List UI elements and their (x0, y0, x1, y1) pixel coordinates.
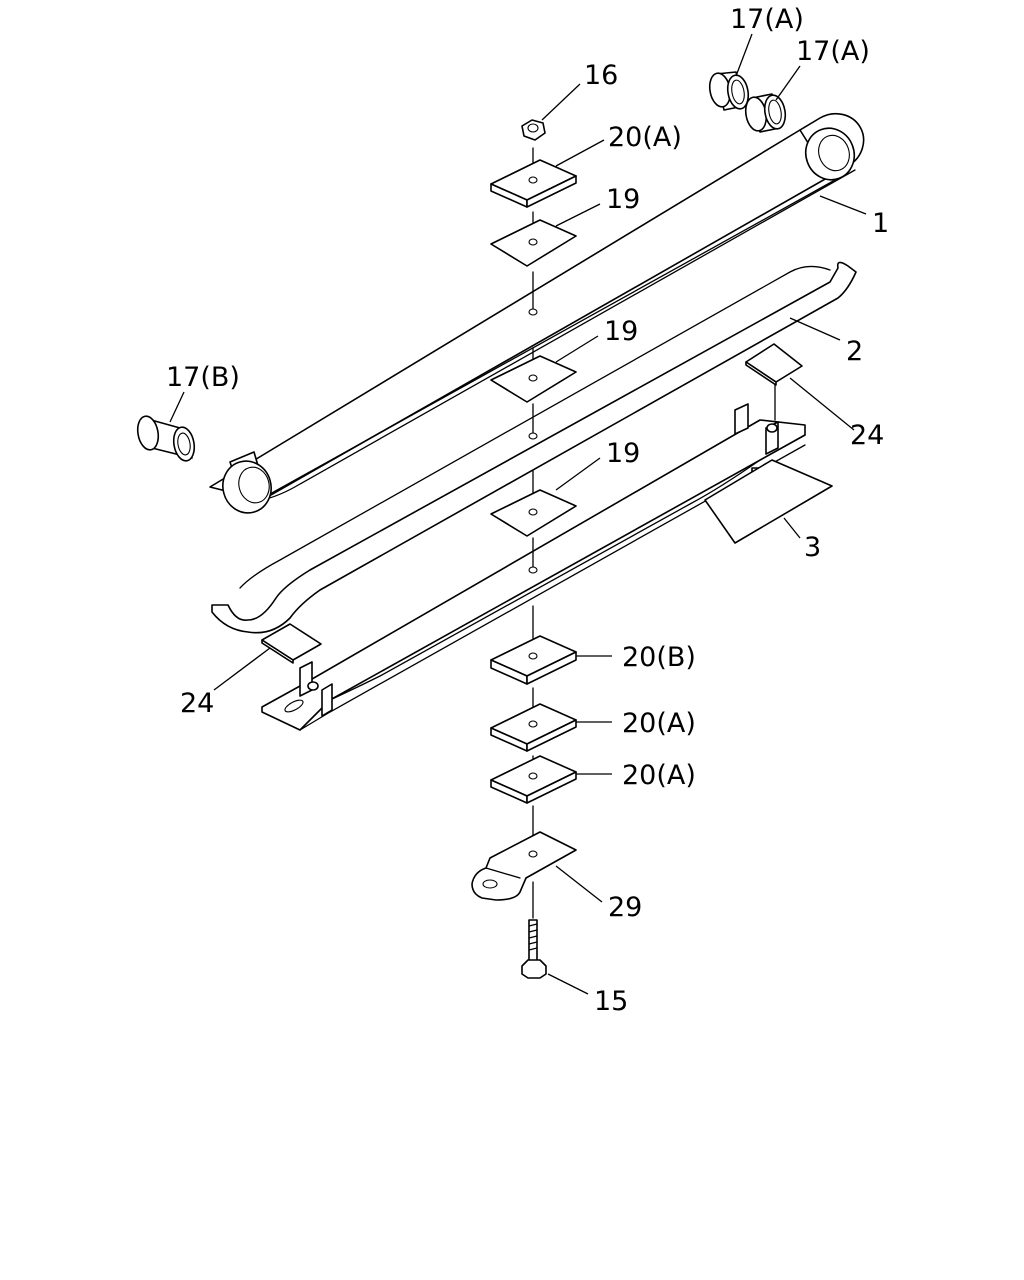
callout-24-right: 24 (850, 420, 884, 451)
pad-19-low (490, 489, 577, 537)
pad-24-right (745, 343, 803, 386)
bushing-17a-inner (744, 93, 787, 133)
nut-16 (521, 119, 546, 141)
leaf-1-front-eye (799, 112, 865, 181)
callout-20a-low: 20(A) (622, 760, 696, 791)
leaf-3-rear-clip (299, 661, 313, 697)
callout-15: 15 (594, 986, 628, 1017)
leaf-3-front-clip (734, 403, 749, 435)
callout-2: 2 (846, 336, 863, 367)
callout-20b: 20(B) (622, 642, 696, 673)
leaf-spring-2 (211, 261, 857, 634)
pad-19-mid (490, 355, 577, 403)
callout-19-mid: 19 (604, 316, 638, 347)
callout-24-left: 24 (180, 688, 214, 719)
pad-19-top (490, 219, 577, 267)
leader-lines (169, 33, 867, 995)
leaf-2-center-hole (528, 432, 538, 440)
pad-24-left (261, 623, 322, 664)
callout-3: 3 (804, 532, 821, 563)
bolt-15 (521, 919, 547, 979)
pad-20a-mid (490, 703, 577, 752)
bushing-17a-outer (708, 71, 750, 111)
pad-20a-top (490, 159, 577, 208)
callout-17a-outer: 17(A) (730, 4, 804, 35)
bushing-17b (136, 415, 196, 462)
leaf-1-rear-eye (222, 451, 272, 514)
callout-16: 16 (584, 60, 618, 91)
pad-20a-low (490, 755, 577, 804)
callout-20a-top: 20(A) (608, 122, 682, 153)
leaf-3-center-hole (528, 566, 538, 574)
callout-19-top: 19 (606, 184, 640, 215)
callout-19-low: 19 (606, 438, 640, 469)
bracket-29 (471, 831, 577, 901)
callout-20a-mid: 20(A) (622, 708, 696, 739)
callout-17a-inner: 17(A) (796, 36, 870, 67)
callout-29: 29 (608, 892, 642, 923)
callout-17b: 17(B) (166, 362, 240, 393)
callout-1: 1 (872, 208, 889, 239)
pad-20b (490, 635, 577, 685)
clip-plate-3 (704, 459, 833, 544)
leaf-1-center-hole (528, 308, 538, 316)
leaf-spring-3 (261, 403, 806, 731)
